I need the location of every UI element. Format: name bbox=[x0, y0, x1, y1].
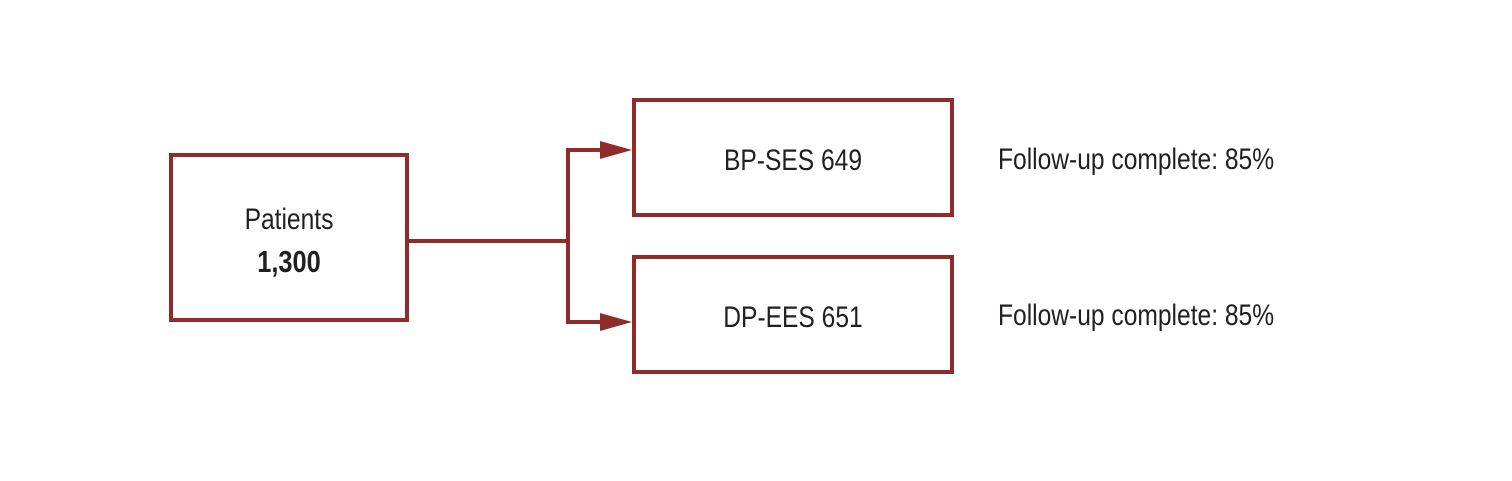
connector-line bbox=[407, 148, 570, 324]
patients-count: 1,300 bbox=[257, 245, 321, 280]
bp-ses-box bbox=[632, 98, 954, 217]
bp-ses-followup: Follow-up complete: 85% bbox=[998, 142, 1274, 176]
dp-ees-box bbox=[632, 255, 954, 374]
dp-ees-label: DP-EES 651 bbox=[723, 300, 862, 334]
patients-label: Patients bbox=[245, 202, 334, 236]
arrow-to-bp-ses bbox=[566, 141, 632, 159]
arrow-to-dp-ees bbox=[566, 313, 632, 331]
bp-ses-label: BP-SES 649 bbox=[724, 143, 862, 177]
patients-box bbox=[169, 153, 409, 322]
dp-ees-followup: Follow-up complete: 85% bbox=[998, 298, 1274, 332]
